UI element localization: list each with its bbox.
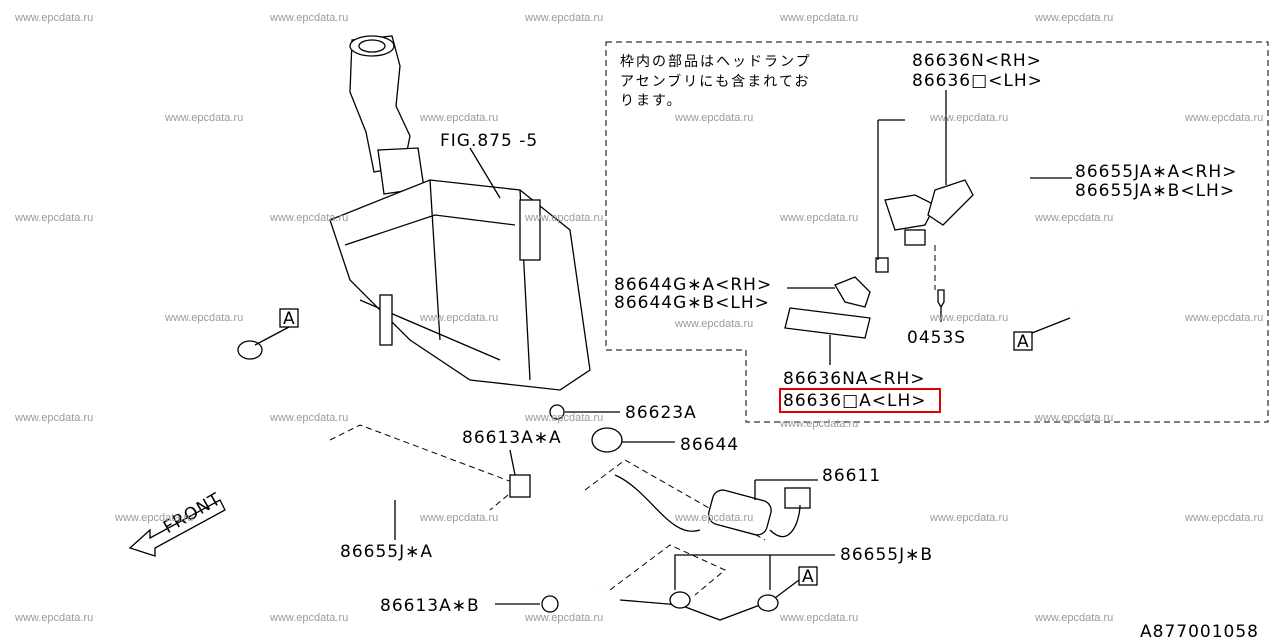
watermark-text: www.epcdata.ru bbox=[419, 512, 498, 524]
label-86655j-a: 86655J∗A bbox=[340, 542, 433, 562]
connector-right bbox=[757, 594, 779, 612]
watermark-text: www.epcdata.ru bbox=[419, 312, 498, 324]
diagram-id: A877001058 bbox=[1140, 622, 1259, 639]
watermark-text: www.epcdata.ru bbox=[1034, 212, 1113, 224]
watermark-text: www.epcdata.ru bbox=[779, 418, 858, 430]
watermark-text: www.epcdata.ru bbox=[1184, 112, 1263, 124]
watermark-text: www.epcdata.ru bbox=[1184, 312, 1263, 324]
watermark-text: www.epcdata.ru bbox=[164, 112, 243, 124]
label-86636a-lh[interactable]: 86636□A<LH> bbox=[783, 391, 927, 411]
svg-text:A: A bbox=[1017, 332, 1030, 352]
grommet-86623a[interactable] bbox=[549, 404, 565, 420]
pump-guide bbox=[584, 459, 766, 541]
watermark-text: www.epcdata.ru bbox=[114, 512, 193, 524]
watermark-text: www.epcdata.ru bbox=[269, 12, 348, 24]
watermark-text: www.epcdata.ru bbox=[779, 612, 858, 624]
leader-fig bbox=[469, 147, 501, 199]
watermark-text: www.epcdata.ru bbox=[14, 612, 93, 624]
watermark-text: www.epcdata.ru bbox=[674, 512, 753, 524]
hose-end-fitting bbox=[237, 340, 263, 360]
washer-pump-86611[interactable] bbox=[706, 487, 811, 538]
label-86613a-a: 86613A∗A bbox=[462, 428, 562, 448]
note-line-3: ります。 bbox=[620, 93, 683, 109]
watermark-text: www.epcdata.ru bbox=[269, 612, 348, 624]
nozzle-cover-86636na[interactable] bbox=[784, 307, 871, 339]
label-86611: 86611 bbox=[822, 466, 881, 486]
watermark-text: www.epcdata.ru bbox=[779, 212, 858, 224]
label-86636-lh: 86636□<LH> bbox=[912, 71, 1043, 91]
watermark-text: www.epcdata.ru bbox=[929, 312, 1008, 324]
label-86644g-a-rh: 86644G∗A<RH> bbox=[614, 275, 772, 295]
connector-left bbox=[669, 591, 691, 609]
clip-86613a-b[interactable] bbox=[541, 595, 559, 613]
screw-0453s[interactable] bbox=[937, 289, 945, 309]
hose-86655j-b[interactable] bbox=[619, 599, 761, 621]
watermark-text: www.epcdata.ru bbox=[524, 212, 603, 224]
watermark-text: www.epcdata.ru bbox=[14, 212, 93, 224]
label-86623a: 86623A bbox=[625, 403, 697, 423]
watermark-text: www.epcdata.ru bbox=[1184, 512, 1263, 524]
watermark-text: www.epcdata.ru bbox=[674, 318, 753, 330]
highlight-box bbox=[779, 388, 941, 413]
watermark-text: www.epcdata.ru bbox=[524, 612, 603, 624]
headlamp-inset-frame bbox=[605, 41, 1269, 423]
watermark-text: www.epcdata.ru bbox=[524, 12, 603, 24]
watermark-text: www.epcdata.ru bbox=[929, 112, 1008, 124]
washer-tank[interactable] bbox=[329, 35, 591, 391]
watermark-text: www.epcdata.ru bbox=[269, 412, 348, 424]
watermarks: www.epcdata.ru www.epcdata.ru www.epcdata.… bbox=[14, 12, 1263, 624]
leader-86655j-b bbox=[674, 554, 835, 590]
label-86636n-rh: 86636N<RH> bbox=[912, 51, 1042, 71]
label-0453s: 0453S bbox=[907, 328, 966, 348]
leader-86644g bbox=[787, 119, 905, 289]
headlamp-washer-nozzle[interactable] bbox=[884, 179, 974, 246]
bracket-86644g[interactable] bbox=[834, 276, 871, 308]
label-86655j-b: 86655J∗B bbox=[840, 545, 933, 565]
ref-a-bottom: A bbox=[774, 566, 818, 599]
watermark-text: www.epcdata.ru bbox=[674, 112, 753, 124]
label-86644g-b-lh: 86644G∗B<LH> bbox=[614, 293, 770, 313]
leader-86611 bbox=[754, 479, 818, 500]
label-86636na-rh: 86636NA<RH> bbox=[783, 369, 926, 389]
label-86655ja-a-rh: 86655JA∗A<RH> bbox=[1075, 162, 1237, 182]
clamp-86644[interactable] bbox=[591, 427, 623, 453]
leader-86613a-a bbox=[509, 449, 516, 476]
watermark-text: www.epcdata.ru bbox=[779, 12, 858, 24]
watermark-text: www.epcdata.ru bbox=[1034, 12, 1113, 24]
watermark-text: www.epcdata.ru bbox=[164, 312, 243, 324]
svg-text:A: A bbox=[283, 309, 296, 329]
watermark-text: www.epcdata.ru bbox=[929, 512, 1008, 524]
label-fig-875-5: FIG.875 -5 bbox=[440, 131, 538, 151]
watermark-text: www.epcdata.ru bbox=[524, 412, 603, 424]
label-86613a-b: 86613A∗B bbox=[380, 596, 480, 616]
ref-a-inset: A bbox=[1013, 317, 1071, 352]
watermark-text: www.epcdata.ru bbox=[14, 412, 93, 424]
clip-86613a-a[interactable] bbox=[509, 474, 531, 498]
clip-guide bbox=[329, 424, 521, 511]
watermark-text: www.epcdata.ru bbox=[1034, 612, 1113, 624]
label-86655ja-b-lh: 86655JA∗B<LH> bbox=[1075, 181, 1235, 201]
watermark-text: www.epcdata.ru bbox=[1034, 412, 1113, 424]
clip-small bbox=[875, 257, 889, 273]
svg-text:A: A bbox=[802, 567, 815, 587]
watermark-text: www.epcdata.ru bbox=[419, 112, 498, 124]
note-line-1: 枠内の部品はヘッドランプ bbox=[620, 54, 812, 70]
ref-a-left: A bbox=[254, 308, 299, 346]
watermark-text: www.epcdata.ru bbox=[269, 212, 348, 224]
lower-guide bbox=[609, 544, 726, 596]
pump-hose bbox=[614, 474, 701, 532]
watermark-text: www.epcdata.ru bbox=[14, 12, 93, 24]
note-line-2: アセンブリにも含まれてお bbox=[620, 73, 810, 90]
label-86644: 86644 bbox=[680, 435, 739, 455]
